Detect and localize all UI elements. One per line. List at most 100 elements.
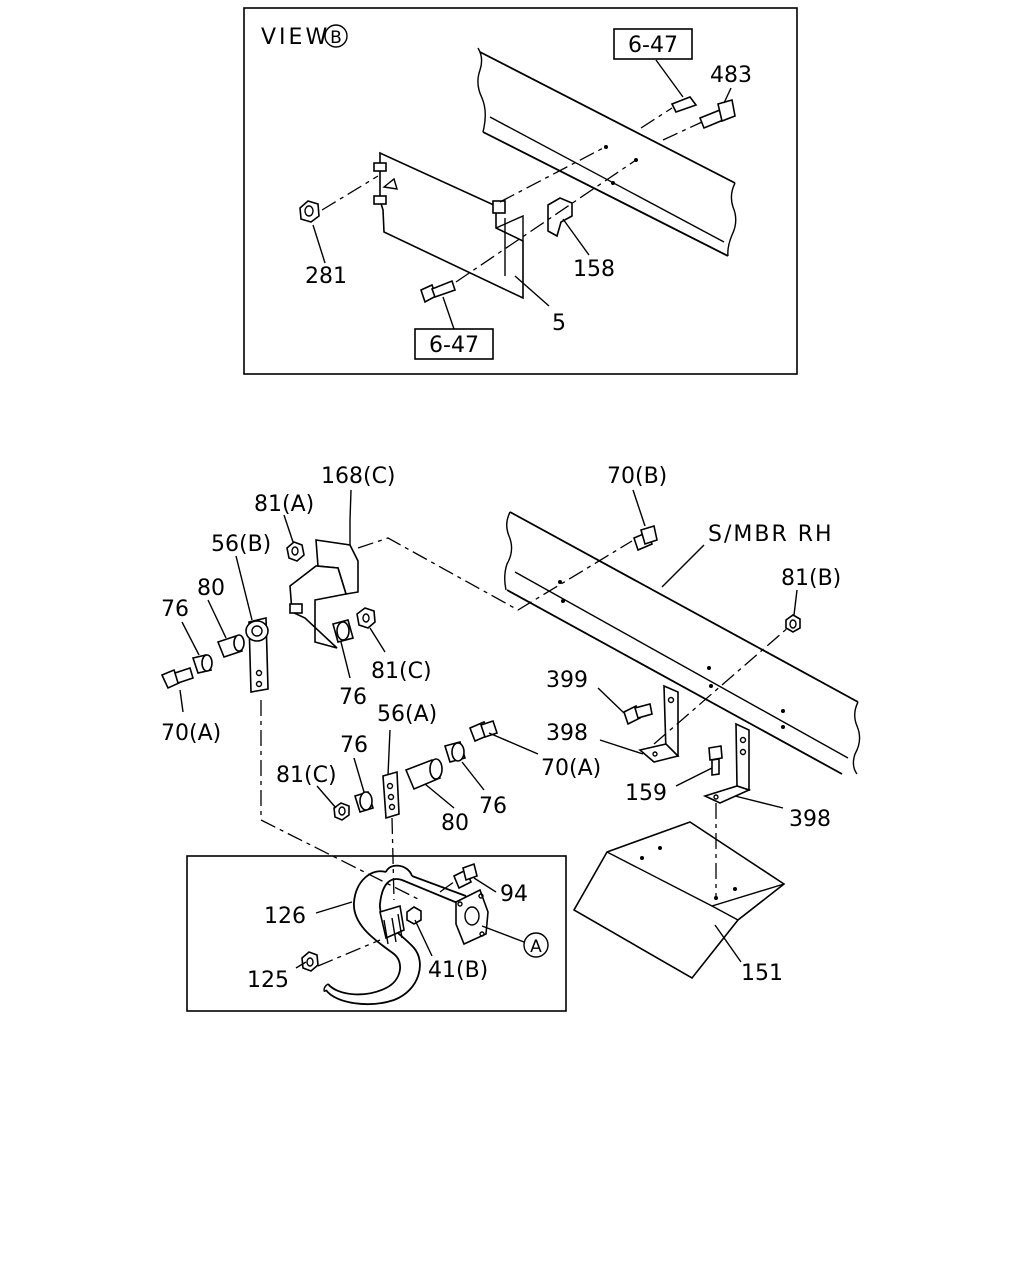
view-b-circle <box>324 24 348 48</box>
view-b-bolt-upper <box>670 96 698 113</box>
bolt-94 <box>452 862 478 890</box>
leader-frame-label <box>661 544 705 588</box>
view-b-centerline-nut <box>321 175 379 211</box>
centerline-bracket-to-frame <box>357 537 633 611</box>
heat-shield-151 <box>572 821 786 980</box>
view-b-centerline-lower <box>455 159 637 283</box>
washer-76-lower <box>353 791 375 813</box>
side-member-rh <box>504 511 861 775</box>
label-94: 94 <box>500 882 528 907</box>
label-126: 126 <box>264 904 306 929</box>
bracket-398-right <box>702 722 752 804</box>
leader-168c <box>349 489 352 521</box>
nut-81a <box>286 541 305 562</box>
callout-circle-a <box>523 932 549 958</box>
leader-56a <box>387 729 391 776</box>
leader-76-lower-right <box>461 761 485 791</box>
callout-circle-a-letter: A <box>530 937 542 957</box>
bolt-399 <box>623 703 653 726</box>
view-b-nut-281 <box>299 200 320 223</box>
view-b-bolt-483 <box>698 98 736 130</box>
exhaust-inset-frame <box>186 855 567 1012</box>
leader-159 <box>675 767 713 787</box>
leader-125 <box>295 961 307 969</box>
leader-81b <box>793 589 798 616</box>
view-b-leader-ref-top <box>655 59 684 98</box>
centerline-hanger-56a <box>391 817 395 901</box>
bushing-80-lower <box>404 758 443 791</box>
view-b-circle-letter: B <box>330 28 342 48</box>
bracket-168c <box>289 520 359 649</box>
label-5: 5 <box>552 311 566 336</box>
leader-circle-a <box>481 925 525 943</box>
hanger-56b <box>245 616 269 693</box>
label-70b: 70(B) <box>607 464 667 489</box>
label-76-mid: 76 <box>339 685 367 710</box>
nut-81c-lower <box>333 802 350 821</box>
label-168c: 168(C) <box>321 464 396 489</box>
view-b-title: VIEW <box>261 25 330 50</box>
view-b-centerline-bolt <box>640 107 673 129</box>
label-281: 281 <box>305 264 347 289</box>
label-81a: 81(A) <box>254 492 314 517</box>
label-398-right: 398 <box>789 807 831 832</box>
view-b-ref-top: 6-47 <box>628 33 678 58</box>
leader-126 <box>315 901 353 914</box>
view-b-stud-upper <box>373 162 387 172</box>
leader-80-top <box>207 599 227 639</box>
bracket-stud <box>289 603 303 614</box>
frame-label: S/MBR RH <box>708 522 834 547</box>
view-b-frame <box>243 7 798 375</box>
view-b-leader-281 <box>312 224 326 264</box>
label-158: 158 <box>573 257 615 282</box>
washer-76-top-left <box>191 654 213 674</box>
label-81c-lower: 81(C) <box>276 763 337 788</box>
leader-94 <box>473 877 497 893</box>
view-b-ref-box-top <box>613 28 693 60</box>
view-b-inset: VIEW B <box>243 7 798 375</box>
nut-41b <box>406 906 422 925</box>
nut-125 <box>301 951 319 972</box>
leader-399 <box>597 687 625 714</box>
view-b-centerline-483 <box>662 121 703 141</box>
leader-81a <box>283 514 294 543</box>
view-b-side-member <box>477 47 737 257</box>
centerline-hanger-56b <box>260 700 421 901</box>
exhaust-flange <box>455 888 489 946</box>
bolt-70a-right <box>468 719 499 743</box>
leader-398-left <box>599 739 644 755</box>
leader-81c-lower <box>316 785 337 809</box>
exhaust-clamp <box>379 904 405 945</box>
view-b-hole-1 <box>604 145 608 149</box>
label-80-lower: 80 <box>441 811 469 836</box>
view-b-centerline-upper <box>499 145 608 203</box>
exhaust-pipe-126 <box>323 864 467 1005</box>
label-151: 151 <box>741 961 783 986</box>
label-398-left: 398 <box>546 721 588 746</box>
label-56b: 56(B) <box>211 532 271 557</box>
washer-76-mid <box>332 619 354 643</box>
view-b-hole-3 <box>611 181 615 185</box>
leader-70a-right <box>488 732 539 755</box>
view-b-bracket-plate <box>379 151 524 300</box>
label-81b: 81(B) <box>781 566 841 591</box>
bolt-159 <box>708 745 723 776</box>
centerline-nut-125 <box>317 939 381 967</box>
leader-76-top-left <box>181 621 200 656</box>
bolt-70b <box>633 524 658 552</box>
leader-76-lower <box>353 757 365 793</box>
leader-56b <box>235 555 253 621</box>
leader-80-lower <box>424 783 455 809</box>
view-b-leader-158 <box>562 218 590 256</box>
nut-81b <box>785 614 801 633</box>
leader-41b <box>414 919 433 957</box>
hanger-56a <box>382 770 400 820</box>
view-b-leader-483 <box>723 87 732 104</box>
label-159: 159 <box>625 781 667 806</box>
view-b-leader-5 <box>514 275 550 307</box>
view-b-stud-lower <box>373 195 387 205</box>
leader-151 <box>714 924 742 963</box>
view-b-bolt-lower <box>420 279 457 304</box>
label-70a-right: 70(A) <box>541 756 601 781</box>
bushing-80-top <box>216 634 245 658</box>
